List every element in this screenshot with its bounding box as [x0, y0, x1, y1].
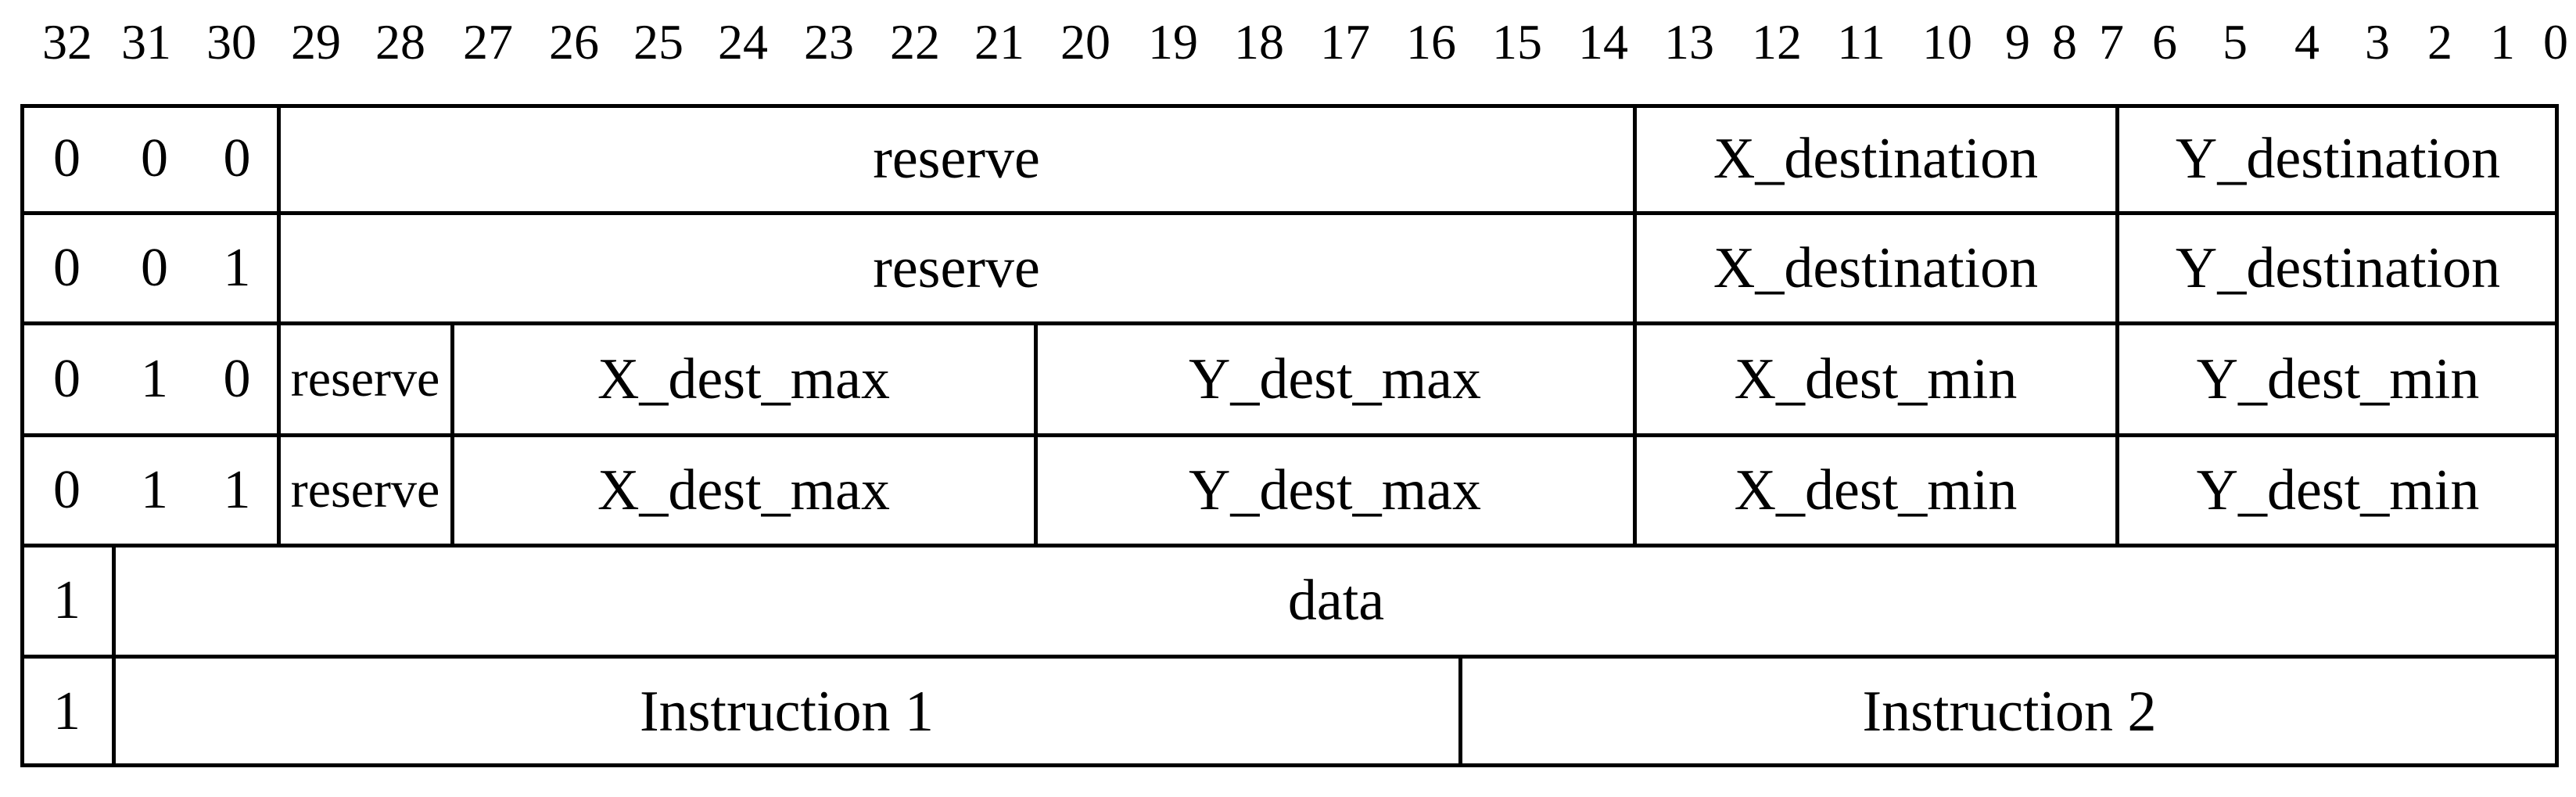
- opcode-bit-cell: 0: [141, 237, 168, 298]
- bit-number-27: 27: [463, 14, 513, 70]
- bit-number-25: 25: [633, 14, 683, 70]
- bit-number-5: 5: [2223, 14, 2248, 70]
- row-separator: [20, 655, 2559, 659]
- opcode-bit-cell: 1: [53, 681, 81, 741]
- bit-number-23: 23: [804, 14, 854, 70]
- row-separator: [20, 544, 2559, 547]
- field-y-destination: Y_destination: [2175, 126, 2501, 191]
- bit-number-13: 13: [1664, 14, 1714, 70]
- bit-number-9: 9: [2005, 14, 2030, 70]
- bit-number-15: 15: [1492, 14, 1542, 70]
- bit-number-29: 29: [291, 14, 341, 70]
- opcode-bit-cell: 0: [53, 459, 81, 520]
- field-reserve: reserve: [290, 461, 440, 519]
- bit-number-7: 7: [2099, 14, 2124, 70]
- bit-number-31: 31: [121, 14, 171, 70]
- row-separator: [20, 321, 2559, 325]
- bit-number-21: 21: [974, 14, 1024, 70]
- opcode-bit-cell: 0: [141, 127, 168, 188]
- table-border-bottom: [20, 763, 2559, 767]
- field-data: data: [1287, 569, 1385, 633]
- field-x-dest-max: X_dest_max: [597, 458, 891, 522]
- field-y-dest-min: Y_dest_min: [2196, 346, 2480, 411]
- bit-number-12: 12: [1752, 14, 1802, 70]
- field-y-destination: Y_destination: [2175, 235, 2501, 300]
- bit-number-19: 19: [1148, 14, 1198, 70]
- col-separator-ydest: [2115, 104, 2119, 545]
- bit-number-0: 0: [2543, 14, 2568, 70]
- bit-number-17: 17: [1320, 14, 1370, 70]
- opcode-bit-cell: 1: [223, 459, 251, 520]
- table-border-top: [20, 104, 2559, 108]
- field-instruction-2: Instruction 2: [1862, 680, 2157, 744]
- col-separator-opcode: [277, 104, 281, 545]
- bit-number-4: 4: [2294, 14, 2319, 70]
- opcode-bit-cell: 1: [53, 570, 81, 630]
- bit-number-32: 32: [42, 14, 92, 70]
- opcode-bit-cell: 0: [53, 237, 81, 298]
- col-separator-xmax: [1034, 323, 1038, 545]
- field-x-dest-min: X_dest_min: [1734, 346, 2018, 411]
- bit-number-11: 11: [1837, 14, 1885, 70]
- field-y-dest-max: Y_dest_max: [1188, 346, 1482, 411]
- row-separator: [20, 211, 2559, 215]
- opcode-bit-cell: 1: [141, 459, 168, 520]
- field-x-destination: X_destination: [1713, 126, 2039, 191]
- bit-number-28: 28: [375, 14, 425, 70]
- bit-number-8: 8: [2052, 14, 2077, 70]
- bit-number-1: 1: [2490, 14, 2515, 70]
- col-separator-xdest: [1633, 104, 1637, 545]
- col-separator-instruction: [1458, 656, 1462, 767]
- field-x-destination: X_destination: [1713, 235, 2039, 300]
- bit-number-20: 20: [1060, 14, 1110, 70]
- bit-number-30: 30: [206, 14, 257, 70]
- bit-number-18: 18: [1234, 14, 1284, 70]
- field-y-dest-min: Y_dest_min: [2196, 458, 2480, 522]
- opcode-bit-cell: 0: [223, 127, 251, 188]
- field-reserve: reserve: [290, 350, 440, 407]
- field-instruction-1: Instruction 1: [639, 680, 935, 744]
- field-reserve: reserve: [873, 235, 1040, 300]
- field-reserve: reserve: [873, 126, 1040, 191]
- opcode-bit-cell: 0: [53, 348, 81, 409]
- bit-number-2: 2: [2427, 14, 2452, 70]
- bit-number-10: 10: [1922, 14, 1972, 70]
- row-separator: [20, 433, 2559, 437]
- opcode-bit-cell: 1: [223, 237, 251, 298]
- field-x-dest-min: X_dest_min: [1734, 458, 2018, 522]
- bit-number-14: 14: [1578, 14, 1628, 70]
- bit-number-24: 24: [718, 14, 768, 70]
- opcode-bit-cell: 0: [53, 127, 81, 188]
- field-y-dest-max: Y_dest_max: [1188, 458, 1482, 522]
- opcode-bit-cell: 1: [141, 348, 168, 409]
- col-separator-reserve: [450, 323, 454, 545]
- bit-number-22: 22: [890, 14, 940, 70]
- opcode-bit-cell: 0: [223, 348, 251, 409]
- field-x-dest-max: X_dest_max: [597, 346, 891, 411]
- bit-number-6: 6: [2152, 14, 2177, 70]
- bit-number-26: 26: [549, 14, 599, 70]
- col-separator-flag: [112, 545, 116, 767]
- bit-number-16: 16: [1406, 14, 1456, 70]
- bit-number-3: 3: [2365, 14, 2390, 70]
